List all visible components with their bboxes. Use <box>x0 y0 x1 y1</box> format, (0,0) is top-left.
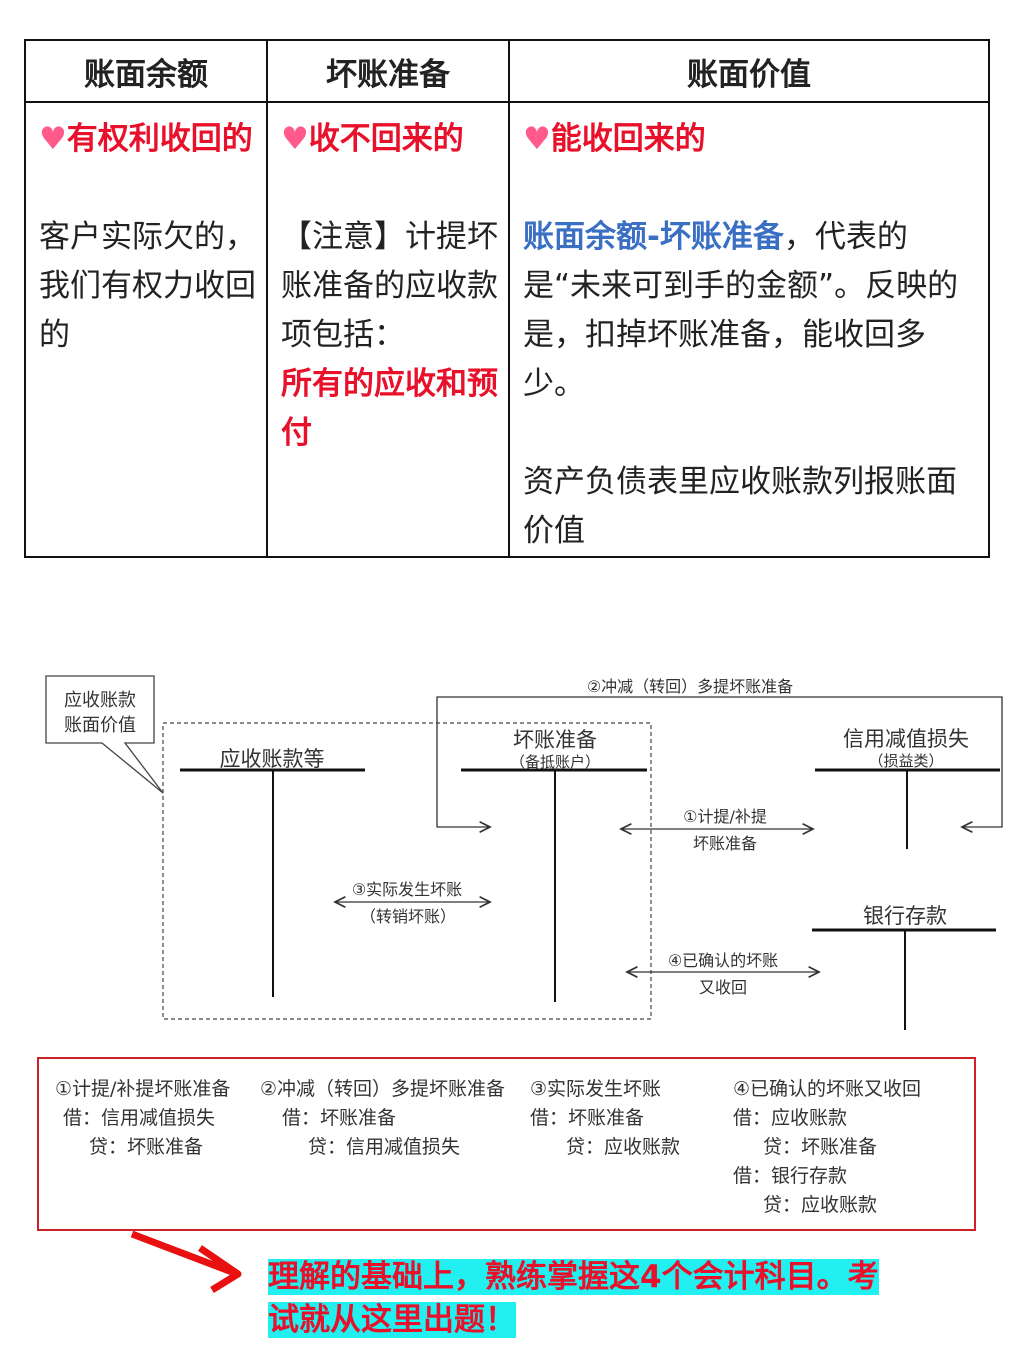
callout-line-2: 账面价值 <box>64 715 136 736</box>
cell-book-balance: ♥有权利收回的 客户实际欠的，我们有权力收回的 <box>24 101 268 558</box>
journal-entries-box: ①计提/补提坏账准备 借：信用减值损失 贷：坏账准备 ②冲减（转回）多提坏账准备… <box>37 1057 976 1231</box>
account-subtitle: （备抵账户） <box>510 753 600 771</box>
cell-title: 有权利收回的 <box>66 121 253 157</box>
journal-debit: 借：信用减值损失 <box>63 1107 216 1129</box>
journal-credit: 贷：应收账款 <box>763 1194 878 1216</box>
journal-title: ②冲减（转回）多提坏账准备 <box>260 1078 506 1100</box>
cell-title: 收不回来的 <box>308 121 464 157</box>
arrow-recovery: ④已确认的坏账 又收回 <box>627 951 819 997</box>
cell-title: 能收回来的 <box>550 121 706 157</box>
highlight-line-2: 试就从这里出题！ <box>268 1302 516 1338</box>
account-title: 信用减值损失 <box>843 727 969 751</box>
cell-body-2: 资产负债表里应收账款列报账面价值 <box>523 464 957 549</box>
journal-credit: 贷：坏账准备 <box>89 1136 204 1158</box>
header-book-balance: 账面余额 <box>24 39 268 103</box>
journal-debit: 借：坏账准备 <box>282 1107 397 1129</box>
arrow-label: ②冲减（转回）多提坏账准备 <box>587 677 793 696</box>
journal-reversal: ②冲减（转回）多提坏账准备 借：坏账准备 贷：信用减值损失 <box>260 1075 505 1162</box>
t-account-receivable: 应收账款等 <box>180 747 365 997</box>
journal-debit: 借：坏账准备 <box>530 1107 645 1129</box>
red-arrow-icon <box>130 1230 242 1293</box>
account-title: 银行存款 <box>863 904 947 928</box>
arrow-label: （转销坏账） <box>360 907 456 926</box>
comparison-table: 账面余额 坏账准备 账面价值 ♥有权利收回的 客户实际欠的，我们有权力收回的 ♥… <box>24 39 990 558</box>
heart-icon: ♥ <box>39 121 67 157</box>
header-book-value: 账面价值 <box>508 39 990 103</box>
journal-provision: ①计提/补提坏账准备 借：信用减值损失 贷：坏账准备 <box>55 1075 230 1162</box>
t-account-bank: 银行存款 <box>812 904 996 1030</box>
journal-debit: 借：银行存款 <box>733 1165 848 1187</box>
heart-icon: ♥ <box>523 121 551 157</box>
account-title: 坏账准备 <box>513 728 597 752</box>
cell-body: ，代表的是“未来可到手的金额”。反映的是，扣掉坏账准备，能收回多少。 <box>523 219 959 402</box>
journal-write-off: ③实际发生坏账 借：坏账准备 贷：应收账款 <box>530 1075 680 1162</box>
journal-debit: 借：应收账款 <box>733 1107 848 1129</box>
t-account-credit-loss: 信用减值损失 （损益类） <box>815 727 1000 849</box>
header-bad-debt-allowance: 坏账准备 <box>266 39 510 103</box>
journal-recovery: ④已确认的坏账又收回 借：应收账款 贷：坏账准备 借：银行存款 贷：应收账款 <box>733 1075 921 1220</box>
cell-note: 【注意】计提坏账准备的应收款项包括： <box>281 219 498 353</box>
t-account-allowance: 坏账准备 （备抵账户） <box>461 728 647 1002</box>
arrow-label: ③实际发生坏账 <box>352 880 462 899</box>
arrow-label: ①计提/补提 <box>683 807 767 826</box>
arrow-label: 又收回 <box>699 978 747 997</box>
account-title: 应收账款等 <box>220 747 325 771</box>
highlight-line-1: 理解的基础上，熟练掌握这4个会计科目。考 <box>268 1259 879 1295</box>
arrow-reversal: ②冲减（转回）多提坏账准备 <box>436 677 1003 827</box>
journal-title: ③实际发生坏账 <box>530 1078 662 1100</box>
cell-body: 客户实际欠的，我们有权力收回的 <box>39 219 256 353</box>
cell-highlight: 所有的应收和预付 <box>281 366 498 451</box>
arrow-write-off: ③实际发生坏账 （转销坏账） <box>335 880 490 926</box>
arrow-provision: ①计提/补提 坏账准备 <box>621 807 813 853</box>
journal-title: ①计提/补提坏账准备 <box>55 1078 231 1100</box>
callout: 应收账款 账面价值 <box>45 675 164 794</box>
callout-line-1: 应收账款 <box>64 690 136 711</box>
cell-book-value: ♥能收回来的 账面余额-坏账准备，代表的是“未来可到手的金额”。反映的是，扣掉坏… <box>508 101 990 558</box>
arrow-label: ④已确认的坏账 <box>668 951 778 970</box>
account-subtitle: （损益类） <box>868 752 943 770</box>
cell-bad-debt: ♥收不回来的 【注意】计提坏账准备的应收款项包括： 所有的应收和预付 <box>266 101 510 558</box>
journal-credit: 贷：坏账准备 <box>763 1136 878 1158</box>
arrow-label: 坏账准备 <box>693 834 757 853</box>
highlight-note: 理解的基础上，熟练掌握这4个会计科目。考 试就从这里出题！ <box>268 1256 938 1342</box>
formula: 账面余额-坏账准备 <box>523 219 784 255</box>
journal-credit: 贷：信用减值损失 <box>308 1136 461 1158</box>
journal-title: ④已确认的坏账又收回 <box>733 1078 922 1100</box>
heart-icon: ♥ <box>281 121 309 157</box>
journal-credit: 贷：应收账款 <box>566 1136 681 1158</box>
